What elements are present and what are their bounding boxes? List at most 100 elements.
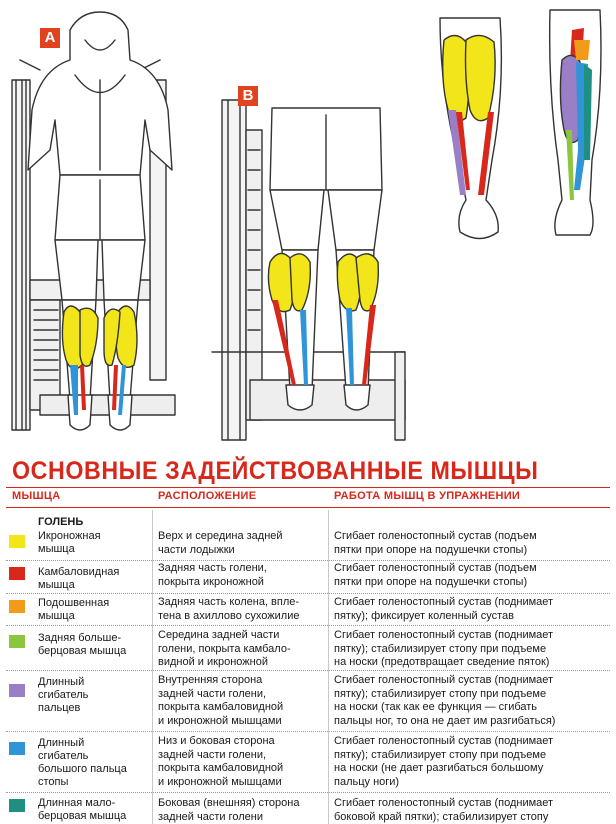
muscle-function-line: Сгибает голеностопный сустав (поднимает	[334, 674, 554, 686]
muscle-name-line: Задняя больше-	[38, 632, 122, 644]
muscle-location-line: Верх и середина задней	[158, 530, 283, 542]
muscle-function-line: пятку); стабилизирует стопу при подъеме	[334, 687, 547, 700]
muscle-location-line: Боковая (внешняя) сторона	[158, 797, 300, 809]
row-separator	[6, 625, 610, 626]
muscle-name-line: берцовая мышца	[38, 645, 127, 657]
muscle-function-line: пальцу ноги)	[334, 775, 400, 788]
muscle-name-line: мышца	[38, 579, 75, 591]
muscle-location-line: видной и икроножной	[158, 656, 268, 669]
muscle-function-line: пятку); фиксирует коленный сустав	[334, 609, 515, 622]
muscle-name-line: сгибатель	[38, 689, 89, 701]
column-header-muscle: МЫШЦА	[12, 490, 61, 502]
muscle-location-line: и икроножной мышцами	[158, 775, 282, 788]
muscle-name-line: берцовая мышца	[38, 810, 127, 822]
muscle-name-line: Длинный	[38, 737, 85, 749]
muscle-color-swatch	[9, 535, 25, 548]
muscle-name-line: Длинный	[38, 676, 85, 688]
muscle-function-line: пятку); стабилизирует стопу при подъеме	[334, 642, 547, 655]
muscle-location-line: Внутренняя сторона	[158, 674, 263, 686]
muscle-location-line: тена в ахиллово сухожилие	[158, 609, 300, 622]
muscle-function-line: пятки при опоре на подушечки стопы)	[334, 575, 528, 588]
muscle-color-swatch	[9, 742, 25, 755]
muscle-name-line: большого пальца	[38, 763, 127, 775]
muscle-function-line: Сгибает голеностопный сустав (поднимает	[334, 596, 554, 608]
muscle-name-line: Подошвенная	[38, 597, 110, 609]
muscle-location-line: покрыта икроножной	[158, 575, 264, 588]
muscle-function-line: Сгибает голеностопный сустав (поднимает	[334, 629, 554, 641]
column-divider-2	[328, 510, 329, 824]
row-separator	[6, 560, 610, 561]
muscle-location-line: задней части голени	[158, 810, 263, 823]
muscle-name: Длинная мало-берцовая мышца	[38, 797, 143, 823]
figure-a-label: A	[40, 28, 60, 48]
muscle-color-swatch	[9, 684, 25, 697]
exercise-illustrations	[11, 9, 602, 441]
muscle-location-line: Задняя часть колена, впле-	[158, 596, 300, 608]
muscle-function-line: Сгибает голеностопный сустав (поднимает	[334, 735, 554, 747]
muscle-location: Задняя часть колена, впле-тена в ахиллов…	[158, 596, 330, 623]
muscle-name-line: Камбаловидная	[38, 566, 120, 578]
muscle-location-line: Середина задней части	[158, 629, 280, 641]
muscle-name-line: Икроножная	[38, 530, 101, 542]
muscle-function-line: боковой край пятки); стабилизирует стопу	[334, 810, 549, 823]
muscle-color-swatch	[9, 799, 25, 812]
header-divider	[6, 507, 610, 508]
muscle-function-line: Сгибает голеностопный сустав (подъем	[334, 562, 537, 574]
muscle-location-line: части лодыжки	[158, 543, 235, 556]
muscle-function-line: пятку); стабилизирует стопу при подъеме	[334, 748, 547, 761]
muscle-color-swatch	[9, 635, 25, 648]
muscle-group-label: ГОЛЕНЬ	[38, 516, 84, 528]
muscle-name-line: Длинная мало-	[38, 797, 116, 809]
muscle-color-swatch	[9, 600, 25, 613]
muscle-name-line: пальцев	[38, 702, 81, 714]
column-header-location: РАСПОЛОЖЕНИЕ	[158, 490, 257, 502]
muscle-name-line: мышца	[38, 543, 75, 555]
column-header-function: РАБОТА МЫШЦ В УПРАЖНЕНИИ	[334, 490, 521, 502]
muscle-function-line: на носки (не дает разгибаться большому	[334, 762, 544, 775]
muscle-color-swatch	[9, 567, 25, 580]
muscle-location-line: покрыта камбаловидной	[158, 701, 284, 714]
muscle-function-line: на носки (так как ее функция — сгибать	[334, 701, 538, 714]
figure-b-label: B	[238, 86, 258, 106]
row-separator	[6, 731, 610, 732]
row-separator	[6, 670, 610, 671]
muscle-function-line: пятки при опоре на подушечки стопы)	[334, 543, 528, 556]
muscle-location-line: голени, покрыта камбало-	[158, 642, 291, 655]
muscle-function-line: Сгибает голеностопный сустав (поднимает	[334, 797, 554, 809]
muscle-name-line: мышца	[38, 610, 75, 622]
title-divider	[6, 487, 610, 488]
row-separator	[6, 593, 610, 594]
figure-b-calf-muscles	[267, 252, 380, 385]
muscle-location-line: Задняя часть голени,	[158, 562, 267, 574]
muscle-location-line: задней части голени,	[158, 748, 267, 761]
anatomy-detail-back-view	[439, 17, 503, 240]
muscle-name: Задняя больше-берцовая мышца	[38, 632, 143, 658]
row-separator	[6, 792, 610, 793]
page-title: ОСНОВНЫЕ ЗАДЕЙСТВОВАННЫЕ МЫШЦЫ	[12, 457, 539, 485]
muscle-location-line: Низ и боковая сторона	[158, 735, 275, 747]
muscle-location-line: и икроножной мышцами	[158, 714, 282, 727]
muscle-name-line: стопы	[38, 776, 69, 788]
anatomy-detail-side-view	[548, 9, 602, 236]
muscle-function-line: Сгибает голеностопный сустав (подъем	[334, 530, 537, 542]
muscle-function-line: пальцы ног, то она не дает им разгибатьс…	[334, 714, 556, 727]
muscle-name-line: сгибатель	[38, 750, 89, 762]
muscle-location-line: задней части голени,	[158, 687, 267, 700]
figure-a-calf-muscles	[61, 305, 138, 415]
